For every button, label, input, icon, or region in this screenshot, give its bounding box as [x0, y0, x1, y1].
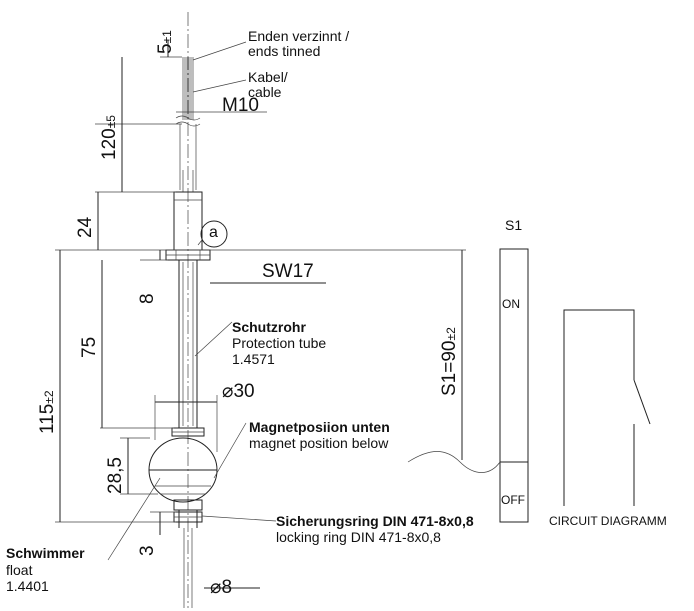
- float-label-de: Schwimmer: [6, 545, 85, 561]
- cable-label-de: Kabel/: [248, 69, 288, 85]
- tube-label-en: Protection tube: [232, 335, 327, 351]
- diameter-icon: ⌀: [210, 577, 222, 598]
- diameter-icon: ⌀: [222, 381, 234, 402]
- locking-ring: [173, 511, 203, 523]
- dim-28-5: 28,5: [105, 457, 126, 494]
- magnet-label-en: magnet position below: [249, 435, 389, 451]
- cable: [179, 124, 197, 192]
- ring-label-en: locking ring DIN 471-8x0,8: [276, 529, 441, 545]
- stop-ring: [171, 427, 205, 437]
- float-diameter: ⌀30: [222, 381, 255, 402]
- switch-diagram: [407, 248, 529, 523]
- wrench-size: SW17: [262, 261, 314, 282]
- leader-lines: [107, 41, 277, 561]
- circuit-label: CIRCUIT DIAGRAMM: [549, 514, 667, 528]
- magnet-label-de: Magnetposiion unten: [249, 419, 390, 435]
- dim-cable-length: 120±5: [99, 115, 120, 160]
- cable-label-en: cable: [248, 84, 282, 100]
- float-label-en: float: [6, 562, 33, 578]
- float-sphere: [148, 437, 218, 511]
- thread-label: M10: [222, 95, 259, 116]
- switch-on: ON: [502, 297, 520, 311]
- switch-off: OFF: [501, 493, 525, 507]
- circuit-diagram: [563, 309, 651, 506]
- dim-75: 75: [79, 336, 100, 358]
- dim-8: 8: [137, 293, 158, 304]
- protection-tube: [178, 260, 198, 608]
- cable-wires: [175, 57, 201, 127]
- switch-label: S1: [505, 217, 523, 233]
- tube-label-de: Schutzrohr: [232, 319, 306, 335]
- float-material: 1.4401: [6, 578, 49, 594]
- dim-switch-distance: S1=90±2: [439, 327, 460, 396]
- ring-label-de: Sicherungsring DIN 471-8x0,8: [276, 513, 474, 529]
- dim-24: 24: [75, 216, 96, 238]
- dim-end-length: 5±1: [155, 30, 176, 54]
- tube-diameter: ⌀8: [210, 577, 233, 598]
- tube-material: 1.4571: [232, 351, 275, 367]
- dim-3: 3: [137, 545, 158, 556]
- ends-label-en: ends tinned: [248, 43, 321, 59]
- callout-circle: [200, 220, 228, 248]
- callout-a: a: [209, 224, 218, 241]
- ends-label-de: Enden verzinnt /: [248, 28, 350, 44]
- dimension-lines: [55, 40, 466, 589]
- dim-total: 115±2: [37, 390, 58, 434]
